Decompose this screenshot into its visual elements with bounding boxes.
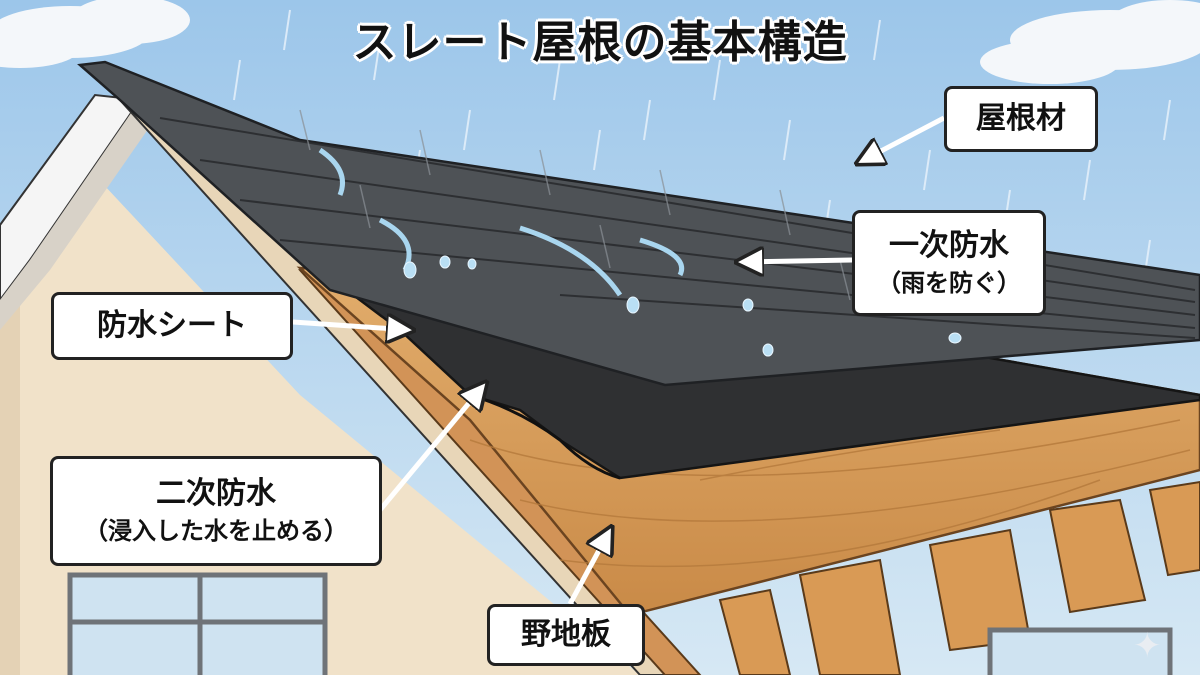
water-droplets — [318, 147, 962, 357]
label-roof-material-text: 屋根材 — [976, 101, 1066, 136]
cloud-left — [0, 0, 190, 68]
label-secondary-waterproofing-text: 二次防水 — [156, 476, 276, 511]
pointer-arrows — [292, 115, 946, 606]
label-secondary-note: （浸入した水を止める） — [84, 517, 348, 545]
window-right — [987, 627, 1173, 675]
label-primary-waterproofing-text: 一次防水 — [889, 228, 1009, 263]
sparkle-icon: ✦ — [1133, 626, 1162, 666]
label-roof-material: 屋根材 — [944, 86, 1098, 152]
arrow-board — [567, 530, 610, 606]
label-primary-note: （雨を防ぐ） — [877, 269, 1021, 297]
label-waterproof-sheet-text: 防水シート — [97, 308, 247, 343]
label-sheathing-board-text: 野地板 — [521, 617, 611, 652]
label-primary-waterproofing: 一次防水 （雨を防ぐ） — [852, 210, 1046, 316]
label-sheathing-board: 野地板 — [487, 604, 645, 666]
label-waterproof-sheet: 防水シート — [51, 292, 293, 360]
arrow-secondary — [378, 385, 484, 512]
page-title: スレート屋根の基本構造 — [352, 17, 848, 68]
arrow-sheet — [292, 322, 410, 330]
rafters — [718, 480, 1200, 675]
cloud-right — [980, 0, 1200, 84]
arrow-primary — [740, 260, 853, 262]
window-left — [67, 572, 328, 675]
label-secondary-waterproofing: 二次防水 （浸入した水を止める） — [50, 456, 382, 566]
arrow-roof — [860, 115, 946, 162]
